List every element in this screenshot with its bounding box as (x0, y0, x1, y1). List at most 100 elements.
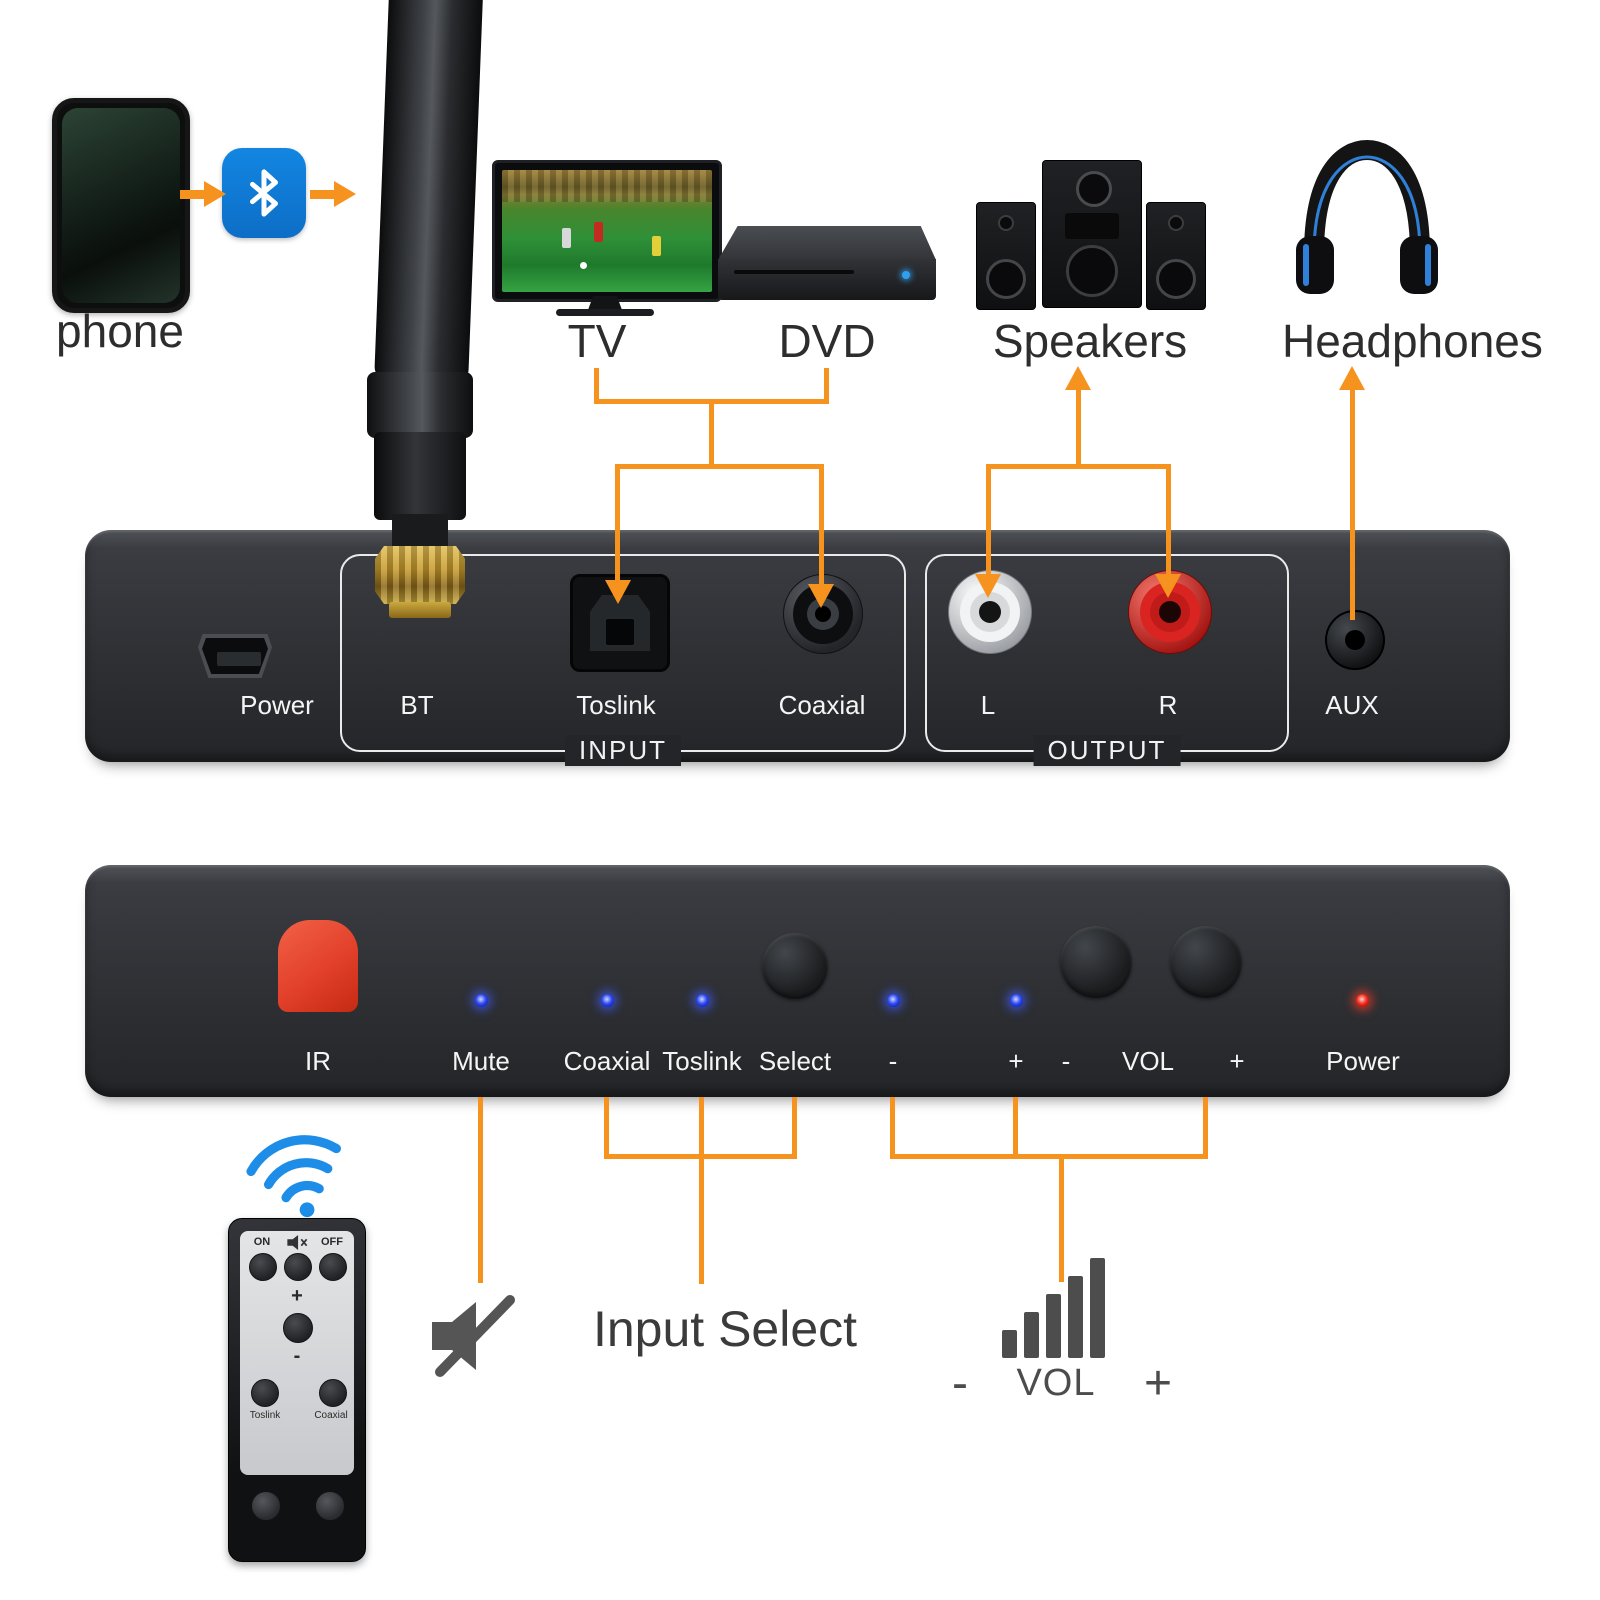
rca-left-hole (979, 601, 1001, 623)
volume-bar (1068, 1276, 1083, 1358)
volume-bar (1024, 1312, 1039, 1358)
dvd-front-face (718, 259, 936, 300)
remote-bottom-left-button (251, 1491, 281, 1521)
power-led (1356, 994, 1369, 1007)
volume-bar (1090, 1258, 1105, 1358)
arrowhead-right-icon (334, 181, 356, 207)
output-group-label: OUTPUT (1033, 735, 1181, 766)
tv-screen (502, 170, 712, 292)
remote-toslink-button (251, 1379, 279, 1407)
remote-coaxial-button (319, 1379, 347, 1407)
tv-player-figure (562, 228, 571, 248)
headphones-icon (1296, 139, 1438, 294)
speaker-tweeter (998, 215, 1014, 231)
remote-mute-button (284, 1253, 312, 1281)
line-vol-join (890, 1154, 1208, 1159)
dvd-power-led (902, 271, 910, 279)
speaker-grill (1065, 213, 1119, 239)
antenna-base (374, 432, 466, 520)
volume-up-button (1170, 926, 1242, 998)
device-back-panel: Power INPUT BT Toslink Coaxial OUTPUT L (85, 530, 1510, 766)
remote-mute-icon (286, 1235, 308, 1250)
line-vol-stem (1059, 1154, 1064, 1282)
mute-led (475, 994, 488, 1007)
line-tv-drop (594, 368, 599, 403)
antenna-gold-ring (389, 602, 451, 618)
line-dvd-drop (824, 368, 829, 403)
right-output-label: R (1158, 690, 1178, 720)
tv-image (492, 160, 722, 302)
line-toslink-drop (699, 1097, 704, 1158)
line-to-toslink (615, 464, 620, 580)
mute-speaker-icon (424, 1286, 524, 1386)
phone-label: phone (56, 305, 184, 357)
speakers-label: Speakers (992, 315, 1188, 367)
tv-ball (580, 262, 587, 269)
power-port-label: Power (240, 690, 314, 720)
line-mute-callout (478, 1097, 483, 1283)
line-lr-split (986, 464, 1171, 469)
center-speaker (1042, 160, 1142, 308)
line-input-select-stem (699, 1154, 704, 1284)
minus-label: - (888, 1046, 898, 1076)
tv-stand (588, 296, 622, 310)
wifi-signal-icon (226, 1116, 370, 1237)
tv-label: TV (567, 315, 627, 367)
vol-plus-note: + (1143, 1357, 1172, 1410)
ir-receiver-window (278, 920, 358, 1012)
volume-note: - VOL + (952, 1356, 1172, 1411)
remote-on-button (249, 1253, 277, 1281)
select-label: Select (758, 1046, 832, 1076)
remote-plus-label: + (291, 1285, 303, 1307)
mute-label: Mute (452, 1046, 510, 1076)
remote-bottom-right-button (315, 1491, 345, 1521)
arrow-phone-to-bluetooth (180, 190, 206, 199)
speaker-tweeter (1076, 171, 1112, 207)
line-select-drop (792, 1097, 797, 1158)
aux-hole (1345, 630, 1365, 650)
headphones-label: Headphones (1282, 315, 1543, 367)
device-front-panel: IR Mute Coaxial Toslink Select - + - VOL… (85, 865, 1510, 1097)
line-speakers-stem (1076, 388, 1081, 468)
input-select-note: Input Select (592, 1301, 858, 1357)
output-group-box: OUTPUT (925, 554, 1289, 766)
left-output-label: L (980, 690, 996, 720)
line-aux-to-headphones (1350, 388, 1355, 620)
rca-right-hole (1159, 601, 1181, 623)
remote-center-button (283, 1313, 313, 1343)
bt-port-label: BT (400, 690, 434, 720)
bluetooth-icon (222, 148, 306, 238)
arrowhead-left-rca-icon (975, 574, 1001, 598)
antenna-gold-connector (375, 546, 465, 604)
dvd-disc-tray (734, 270, 854, 274)
dvd-top-face (718, 226, 936, 260)
volume-bar (1046, 1294, 1061, 1358)
line-to-coaxial (819, 464, 824, 584)
line-input-stem (709, 399, 714, 468)
toslink-led-label: Toslink (662, 1046, 742, 1076)
remote-off-label: OFF (321, 1236, 343, 1248)
speaker-woofer (1156, 259, 1196, 299)
remote-minus-label: - (293, 1345, 301, 1367)
line-vol-buttons-drop (1203, 1097, 1208, 1158)
volume-down-button (1060, 926, 1132, 998)
toslink-led (696, 994, 709, 1007)
coaxial-led-label: Coaxial (563, 1046, 651, 1076)
coaxial-hole (815, 606, 831, 622)
tv-player-figure (594, 222, 603, 242)
phone-image (52, 98, 190, 313)
vol-label: VOL (1121, 1046, 1175, 1076)
line-vol-plus-drop (1013, 1097, 1018, 1158)
aux-port (1325, 610, 1385, 670)
remote-control: ON OFF + - Toslink Coaxial (228, 1218, 366, 1562)
input-group-box: INPUT (340, 554, 906, 766)
coaxial-port-label: Coaxial (778, 690, 866, 720)
right-speaker (1146, 202, 1206, 310)
bluetooth-glyph (250, 169, 278, 217)
micro-usb-slot (217, 652, 261, 666)
toslink-hole (606, 619, 634, 645)
arrowhead-speakers-icon (1065, 366, 1091, 390)
speaker-woofer (1066, 245, 1118, 297)
line-to-right-rca (1166, 464, 1171, 574)
